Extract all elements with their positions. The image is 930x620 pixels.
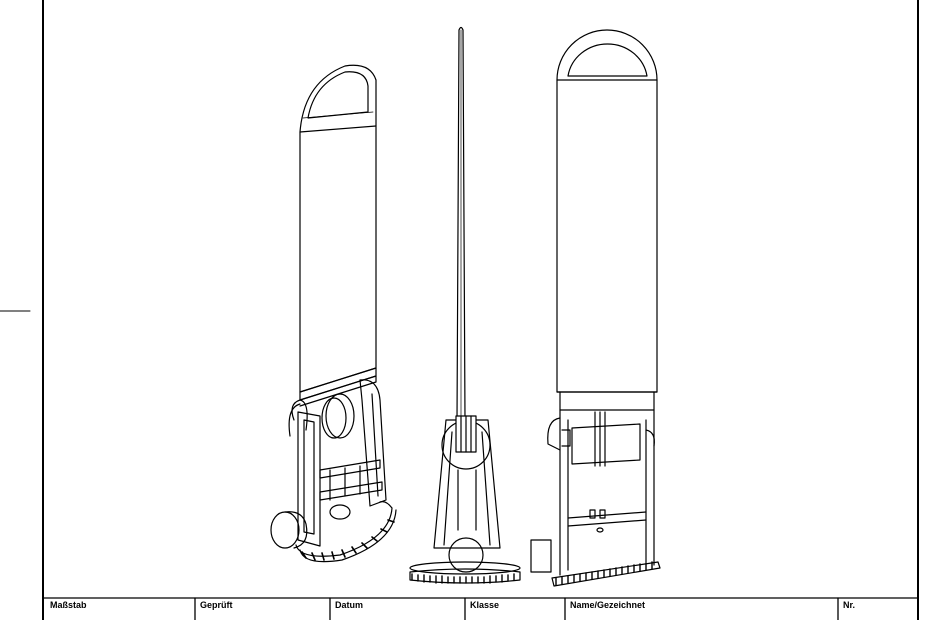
base-disc: [409, 568, 521, 584]
knob: [530, 539, 552, 573]
perspective-view: [270, 64, 397, 563]
title-block-class: Klasse: [470, 600, 500, 610]
title-block-name: Name/Gezeichnet: [570, 600, 646, 610]
title-block-scale: Maßstab: [50, 600, 87, 610]
title-block-checked: Geprüft: [200, 600, 233, 610]
title-block-number: Nr.: [843, 600, 856, 610]
knob: [448, 537, 484, 573]
side-view: [409, 26, 521, 584]
panel-outline: [556, 29, 658, 393]
knob: [270, 511, 300, 549]
front-view: [530, 29, 661, 587]
panel-outline: [299, 64, 377, 393]
panel-edge: [456, 26, 466, 421]
base-disc: [295, 501, 393, 557]
handle-cutout: [307, 71, 369, 119]
title-block-date: Datum: [335, 600, 364, 610]
handle-cutout: [567, 43, 648, 77]
title-block: [42, 597, 919, 620]
